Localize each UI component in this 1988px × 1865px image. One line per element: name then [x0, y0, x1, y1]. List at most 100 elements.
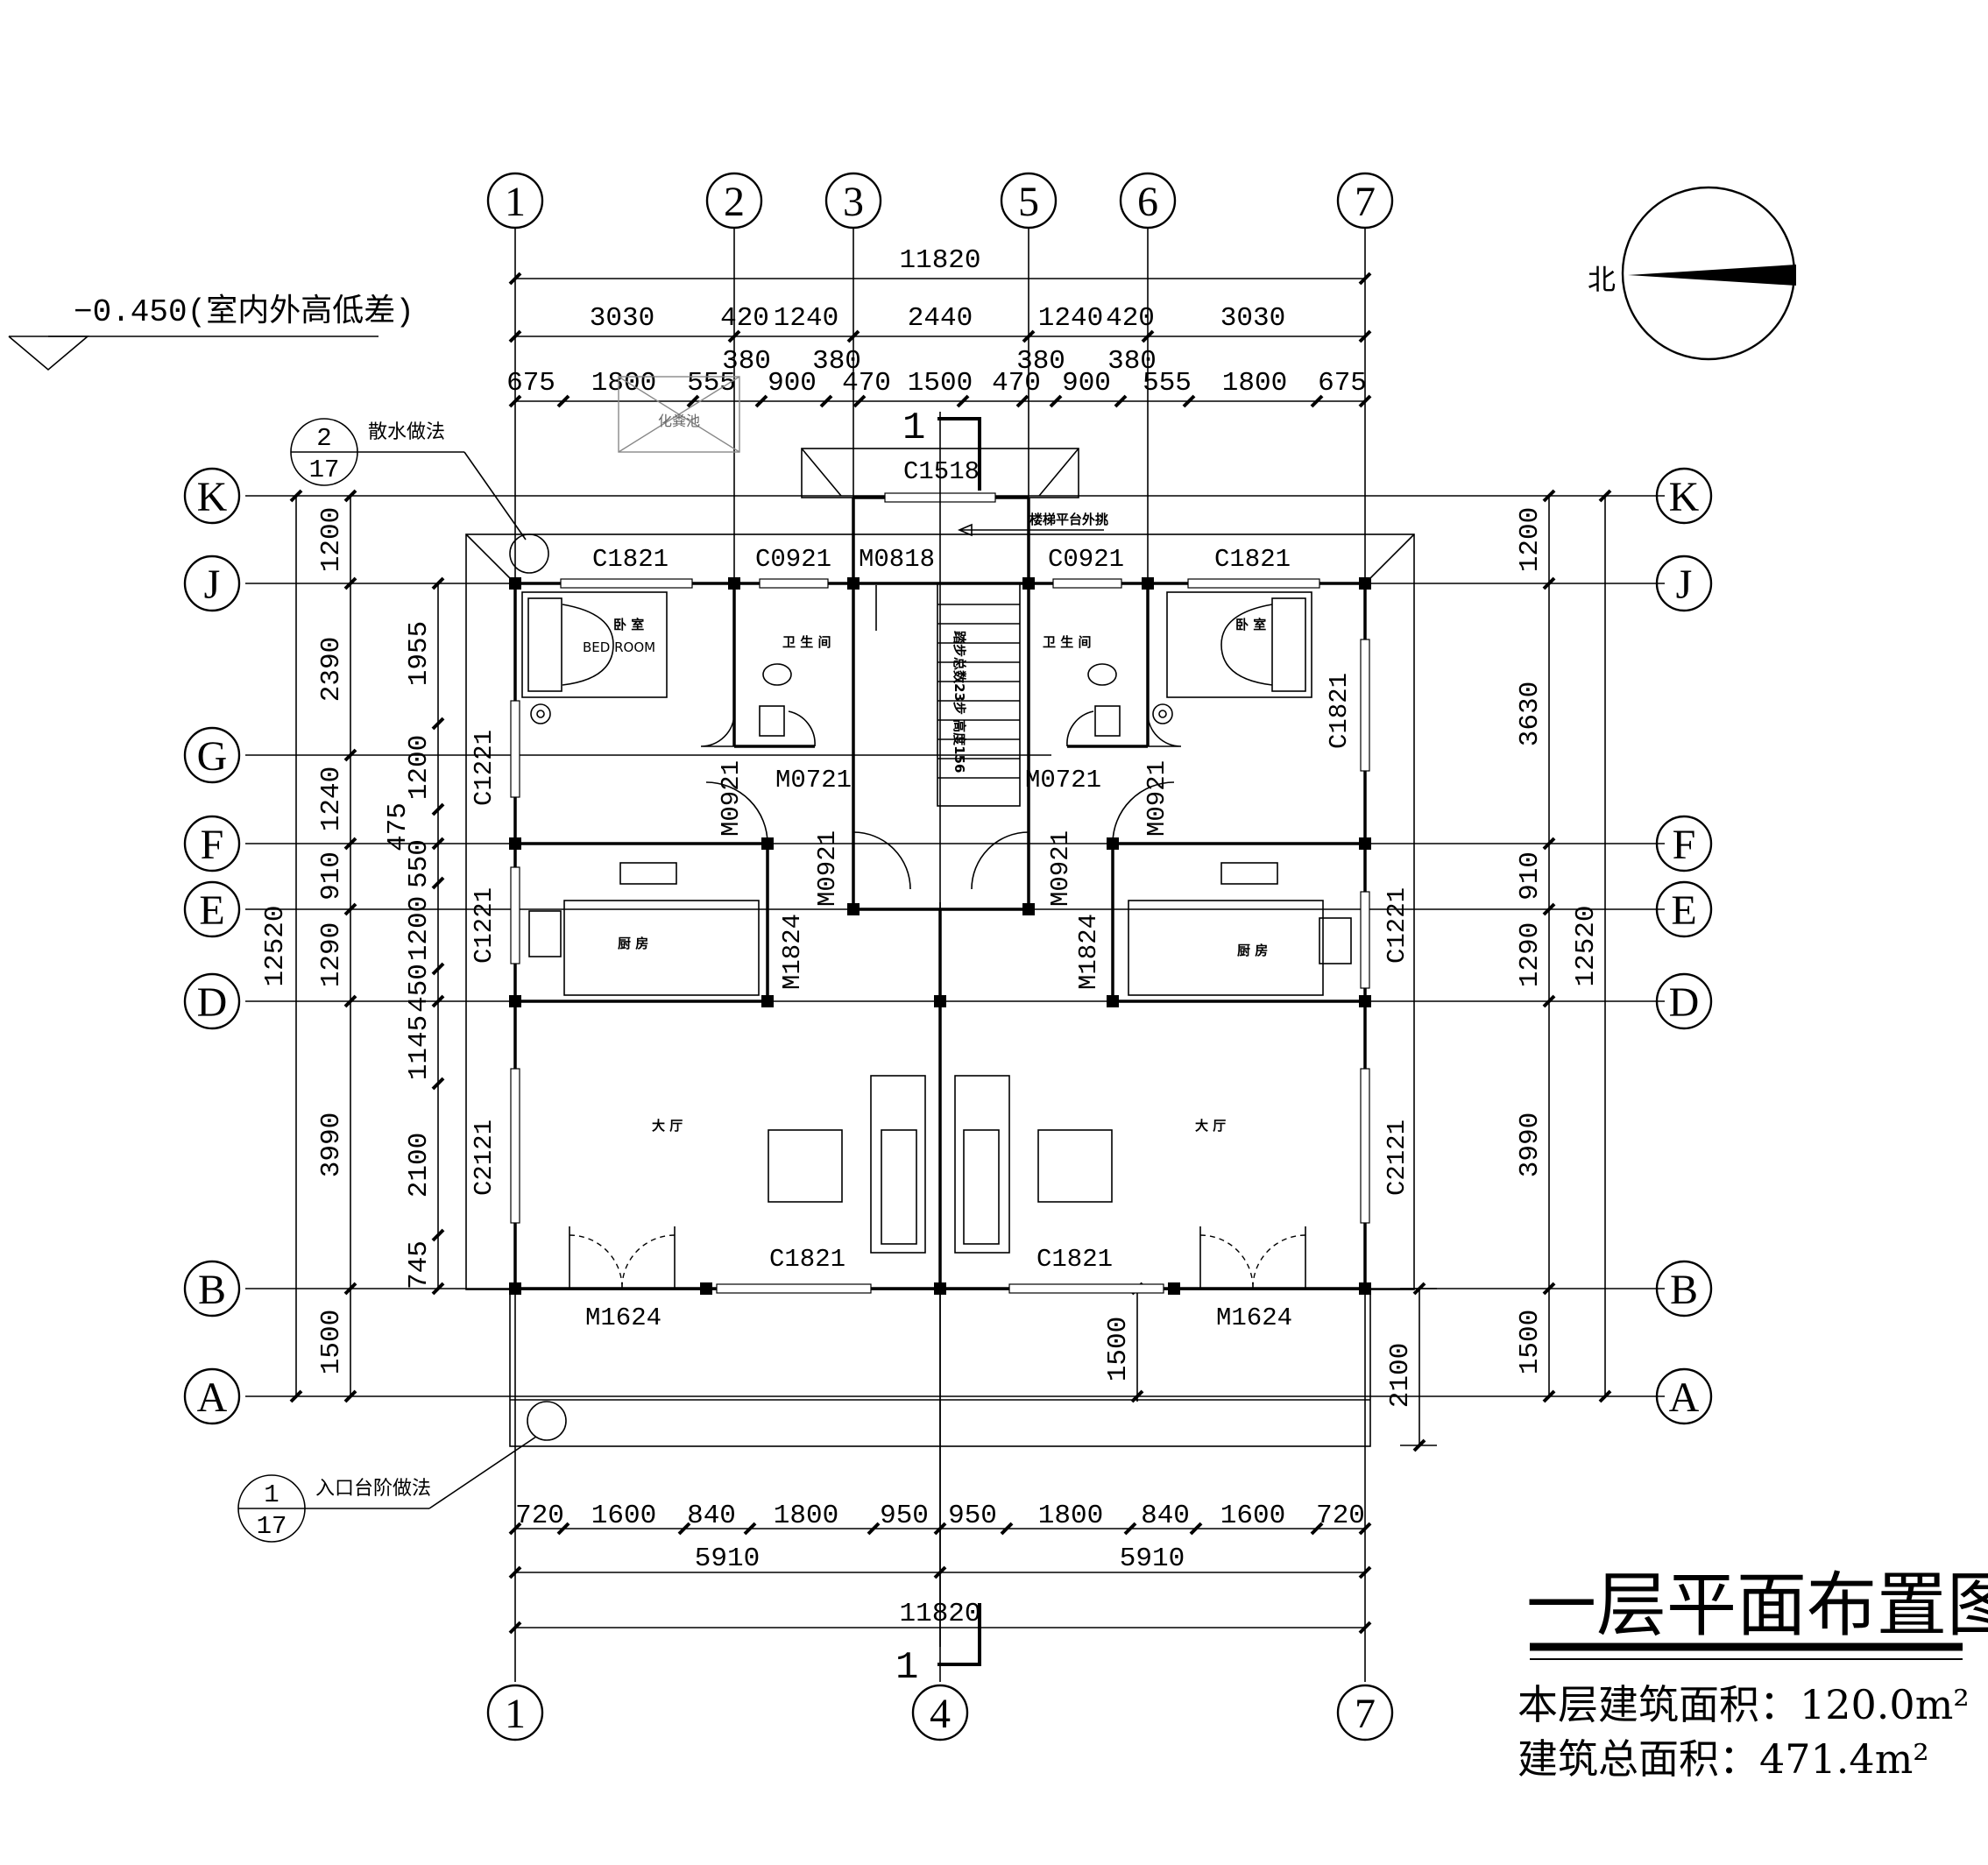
left-dimensions: 12520 1200 2390 1240 910 1290 3990 1500 …: [260, 489, 445, 1403]
axis-label: G: [197, 733, 228, 780]
dim-text: 1800: [774, 1501, 838, 1531]
dim-text: 1600: [591, 1501, 656, 1531]
steps-label: 入口台阶做法: [315, 1478, 431, 1500]
septic-label: 化粪池: [658, 413, 700, 429]
dim-text: 470: [842, 368, 891, 399]
axis-label: 2: [724, 179, 745, 225]
dim-text: 1200: [404, 735, 435, 800]
axis-bubbles-bottom: 1 4 7: [486, 1684, 1394, 1741]
north-label: 北: [1588, 263, 1616, 296]
dim-text: 3990: [1515, 1113, 1546, 1177]
dim-text: 3630: [1515, 682, 1546, 746]
section-marks: 1 1: [895, 406, 981, 1690]
room-label-bedroom-left: 卧 室: [613, 617, 644, 632]
ref-den: 17: [257, 1512, 287, 1541]
door-swings: [569, 710, 1306, 1289]
dim-text: 12520: [1571, 905, 1602, 986]
dim-text: 3990: [316, 1113, 347, 1177]
dim-text: 1290: [1515, 922, 1546, 987]
dim-text: 900: [1062, 368, 1111, 399]
window-code: C2121: [470, 1120, 499, 1196]
dim-text: 900: [768, 368, 817, 399]
dim-text: 1955: [404, 621, 435, 686]
dim-text: 1145: [404, 1015, 435, 1080]
north-arrow: 北: [1588, 186, 1796, 361]
window-code: C1821: [1325, 673, 1354, 749]
axis-label: 5: [1018, 179, 1039, 225]
door-code: M1624: [1216, 1303, 1292, 1332]
room-label-bathroom-right: 卫 生 间: [1043, 634, 1091, 650]
window-code: C1821: [1036, 1245, 1113, 1274]
axis-label: 7: [1355, 1691, 1376, 1737]
structural-columns: [509, 577, 1371, 1295]
axis-label: B: [198, 1267, 226, 1313]
axis-label: 3: [843, 179, 864, 225]
dim-text: 675: [506, 368, 555, 399]
dim-text: 1500: [1103, 1317, 1134, 1381]
dim-text: 2440: [908, 303, 973, 334]
door-code: M0721: [1025, 766, 1101, 795]
window-code: C1221: [470, 730, 499, 806]
door-code: M0921: [1143, 760, 1171, 837]
dim-text: 380: [722, 346, 771, 377]
window-code: C1821: [769, 1245, 845, 1274]
axis-label: E: [199, 887, 224, 934]
apron-detail-callout: 2 17 散水做法: [290, 418, 549, 574]
dim-text: 12520: [260, 905, 291, 986]
window-code: C1821: [1214, 545, 1291, 574]
dim-text: 1200: [316, 507, 347, 572]
dim-text: 910: [316, 851, 347, 901]
steps-detail-callout: 1 17 入口台阶做法: [237, 1401, 567, 1543]
dim-text: 555: [1143, 368, 1192, 399]
door-code: M0818: [859, 545, 935, 574]
fixtures: [521, 591, 1352, 1254]
axis-label: A: [197, 1374, 228, 1421]
axis-bubbles-left: K J G F E D B A: [183, 467, 241, 1425]
dim-text: 1800: [1222, 368, 1287, 399]
dim-text: 5910: [695, 1544, 760, 1574]
dim-text: 675: [1318, 368, 1367, 399]
door-code: M0721: [775, 766, 852, 795]
window-code: C1821: [592, 545, 669, 574]
door-code: M0921: [1046, 830, 1075, 907]
dim-text: 380: [1016, 346, 1065, 377]
axis-label: A: [1669, 1374, 1700, 1421]
north-arrow-icon: [1628, 265, 1796, 286]
axis-label: 1: [505, 1691, 526, 1737]
dim-text: 1240: [774, 303, 838, 334]
dim-text: 950: [948, 1501, 997, 1531]
dim-text: 470: [992, 368, 1041, 399]
dim-text: 380: [1107, 346, 1157, 377]
axis-label: F: [201, 822, 224, 868]
dim-text: 3030: [1220, 303, 1285, 334]
axis-label: J: [204, 562, 221, 608]
window-code: C2121: [1383, 1120, 1411, 1196]
axis-grid-lines: [245, 228, 1665, 1682]
section-mark-bottom: 1: [895, 1646, 918, 1690]
ref-num: 1: [264, 1480, 279, 1509]
axis-label: 4: [930, 1691, 951, 1737]
axis-bubbles-top: 1 2 3 5 6 7: [486, 172, 1394, 230]
window-code: C1221: [1383, 887, 1411, 964]
elevation-note: −0.450(室内外高低差): [74, 293, 414, 330]
dim-text: 2100: [404, 1133, 435, 1197]
room-label-bathroom-left: 卫 生 间: [782, 634, 831, 650]
dim-text: 3030: [590, 303, 654, 334]
dim-text: 475: [383, 802, 414, 851]
dim-text: 720: [515, 1501, 564, 1531]
stair-overhang-label: 楼梯平台外挑: [1029, 512, 1108, 527]
dim-text: 380: [812, 346, 861, 377]
room-label-hall-left: 大 厅: [652, 1118, 683, 1134]
elevation-mark: −0.450(室内外高低差): [8, 293, 414, 371]
dim-text: 1240: [1038, 303, 1103, 334]
room-label-kitchen-left: 厨 房: [618, 936, 648, 951]
total-area-text: 建筑总面积：471.4m²: [1518, 1735, 1929, 1783]
dim-text: 1500: [1515, 1310, 1546, 1374]
dim-text: 840: [1141, 1501, 1190, 1531]
door-code: M1624: [585, 1303, 661, 1332]
door-code: M0921: [813, 830, 842, 907]
window-code: C0921: [755, 545, 831, 574]
section-mark-top: 1: [902, 406, 925, 450]
axis-label: D: [197, 979, 228, 1026]
